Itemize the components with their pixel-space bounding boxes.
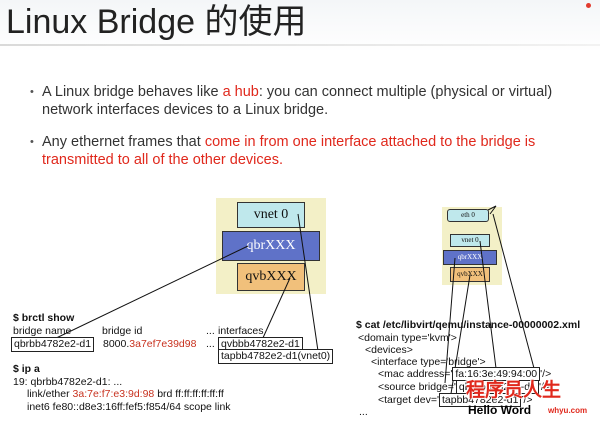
ipa-inet6-line: inet6 fe80::d8e3:16ff:fef5:f854/64 scope… xyxy=(27,401,231,413)
connector-arrowhead xyxy=(487,205,497,215)
xml-target-suffix: '/> xyxy=(521,394,533,406)
slide-title: Linux Bridge 的使用 xyxy=(6,3,307,41)
brctl-command: $ brctl show xyxy=(13,312,75,324)
brctl-row-dots: ... xyxy=(206,338,215,350)
qbr-small-box: qbrXXX xyxy=(443,250,497,265)
xml-target-prefix: <target dev=' xyxy=(378,394,439,406)
xml-source-suffix: '/> xyxy=(538,381,551,393)
qvb-label: qvbXXX xyxy=(245,269,297,284)
watermark-site: whyu.com xyxy=(548,406,588,415)
xml-mac-line: <mac address='fa:16:3e:49:94:00'/> xyxy=(378,367,552,381)
title-divider xyxy=(0,44,600,46)
bridge-name-cell: qbrbb4782e2-d1 xyxy=(11,337,95,352)
interface-cell-tap: tapbb4782e2-d1(vnet0) xyxy=(218,349,334,364)
qbr-small-label: qbrXXX xyxy=(457,253,483,261)
xml-line: <interface type='bridge'> xyxy=(371,356,486,368)
eth0-label: eth 0 xyxy=(461,211,475,219)
brctl-header-dots: ... xyxy=(206,325,215,337)
xml-line: ... xyxy=(359,406,368,418)
brctl-header-name: bridge name xyxy=(13,325,72,337)
bullet-highlight: a hub xyxy=(222,84,259,100)
xml-line: <domain type='kvm'> xyxy=(358,332,457,344)
watermark-hello-word: Hello Word xyxy=(468,403,532,417)
bullet-highlight: come in from one interface attached to t… xyxy=(42,134,536,168)
bullet-text: Any ethernet frames that xyxy=(42,134,205,150)
bullet-item: A Linux bridge behaves like a hub: you c… xyxy=(30,83,590,119)
vnet0-label: vnet 0 xyxy=(253,207,289,222)
connector-line xyxy=(261,277,291,341)
bridge-id-mac: 3a7ef7e39d98 xyxy=(129,338,197,350)
xml-source-line: <source bridge='qbrbb4782e2-d1'/> xyxy=(378,380,551,394)
bullet-text: A Linux bridge behaves like xyxy=(42,84,223,100)
qvb-small-label: qvbXXX xyxy=(457,270,483,278)
xml-target-line: <target dev='tapbb4782e2-d1'/> xyxy=(378,393,533,407)
connector-line xyxy=(297,213,319,352)
xml-mac-suffix: '/> xyxy=(540,368,552,380)
xml-mac-value: fa:16:3e:49:94:00 xyxy=(452,367,541,381)
bridge-id-prefix: 8000. xyxy=(103,338,130,350)
bullet-item: Any ethernet frames that come in from on… xyxy=(30,133,590,169)
ipa-line: 19: qbrbb4782e2-d1: ... xyxy=(13,376,123,388)
qvb-box: qvbXXX xyxy=(237,263,305,291)
bullet-text: : you can connect multiple (physical or … xyxy=(42,84,553,118)
xml-target-value: tapbb4782e2-d1 xyxy=(438,393,522,407)
connector-line xyxy=(492,213,536,373)
ipa-link-mac: 3a:7e:f7:e3:9d:98 xyxy=(72,388,155,400)
ipa-command: $ ip a xyxy=(13,363,40,375)
vnet0-box: vnet 0 xyxy=(237,202,305,228)
bridge-id-cell: 8000.3a7ef7e39d98 xyxy=(103,338,196,351)
connector-line xyxy=(444,257,456,384)
ipa-link-prefix: link/ether xyxy=(27,388,73,400)
watermark-chinese: 程序员人生 xyxy=(466,380,562,401)
xml-source-value: qbrbb4782e2-d1 xyxy=(455,380,539,394)
connector-line xyxy=(49,245,249,342)
xml-source-prefix: <source bridge=' xyxy=(378,381,456,393)
qvb-small-box: qvbXXX xyxy=(450,267,490,282)
brctl-header-id: bridge id xyxy=(102,325,143,337)
xml-command: $ cat /etc/libvirt/qemu/instance-0000000… xyxy=(356,319,581,331)
brctl-header-interfaces: interfaces xyxy=(218,325,264,337)
xml-mac-prefix: <mac address=' xyxy=(378,368,453,380)
ipa-link-suffix: brd ff:ff:ff:ff:ff:ff xyxy=(154,388,224,400)
xml-line: <devices> xyxy=(365,344,413,356)
slide-marker-dot xyxy=(586,3,591,8)
eth0-box: eth 0 xyxy=(447,209,489,222)
ipa-link-line: link/ether 3a:7e:f7:e3:9d:98 brd ff:ff:f… xyxy=(27,388,224,401)
vnet0-small-label: vnet 0 xyxy=(461,236,479,244)
bullet-list: A Linux bridge behaves like a hub: you c… xyxy=(30,83,590,183)
title-background xyxy=(0,0,600,52)
qbr-label: qbrXXX xyxy=(246,238,296,253)
